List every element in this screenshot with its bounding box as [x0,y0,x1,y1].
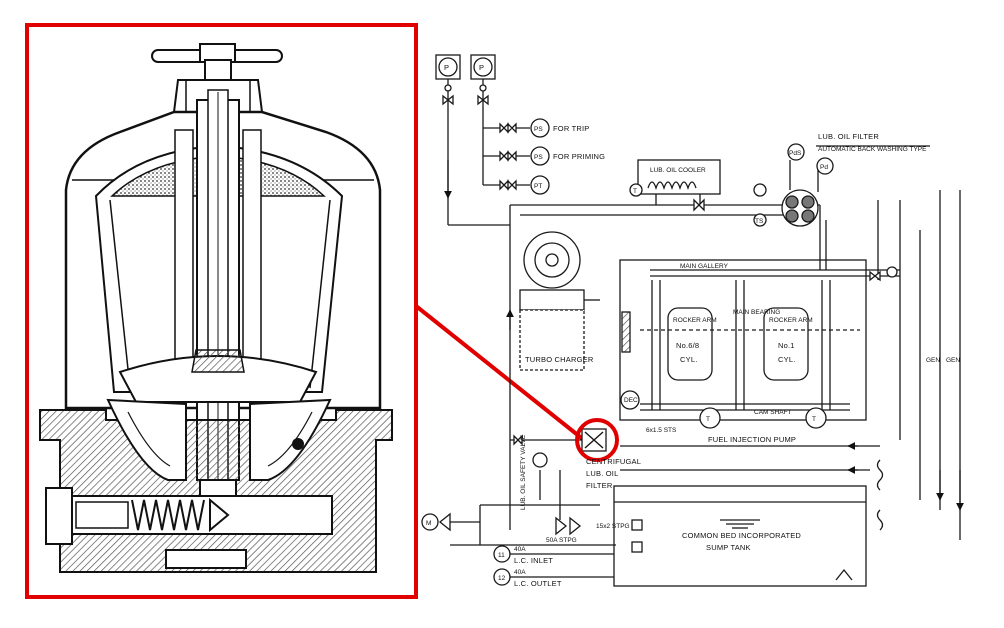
rocker-arm-right-label: ROCKER ARM [769,317,813,324]
filter-cutaway-detail [25,23,418,599]
pd-label: Pd [820,164,828,171]
lub-oil-cooler [637,159,721,195]
fip-left-t: T [706,416,710,423]
motor-label: M [426,520,431,527]
sump-tank [613,485,867,587]
pt-label: PT [534,183,542,190]
pt-transmitter [530,175,550,195]
piping-schematic [421,54,964,587]
nozzle-arm-right [249,398,332,481]
rocker-arm-left-label: ROCKER ARM [673,317,717,324]
lc-outlet-label: L.C. OUTLET [514,579,562,588]
centrifugal-label-3: FILTER [586,481,613,490]
rocker-arm-left [667,307,713,381]
gauge-p2-label: P [479,63,484,72]
for-priming-label: FOR PRIMING [553,152,605,161]
circle-12-label: 12 [498,575,506,582]
circle-11-label: 11 [498,552,505,559]
cyl-left-no-label: No.6/8 [676,341,699,350]
size-4-label: 6x1.5 STS [646,427,677,434]
end-plug [45,487,73,545]
zoom-connector-line [414,304,586,442]
t-handle [151,43,283,81]
sump-tank-label-2: SUMP TANK [706,543,751,552]
ts-label: TS [755,218,764,225]
pd-gauge [816,157,834,175]
fip-right-t: T [812,416,816,423]
centrifugal-label-2: LUB. OIL [586,469,618,478]
ps-priming-switch [530,146,550,166]
gen-label: GEN [926,357,940,364]
gauge-p1-label: P [444,63,449,72]
ps-priming-label: PS [534,154,543,161]
nozzle-arm-left [106,398,187,481]
t-label: T [633,188,637,195]
size-2-label: 40A [514,569,526,576]
cyl-right-no-label: No.1 [778,341,795,350]
lc-inlet-label: L.C. INLET [514,556,553,565]
fuel-injection-pump-label: FUEL INJECTION PUMP [708,435,796,444]
pds-switch [787,143,805,161]
cooler-valve [693,198,705,212]
centrifugal-label-1: CENTRIFUGAL [586,457,641,466]
engine-block [619,259,867,421]
valve-plunger [209,497,230,533]
motor-m [421,513,439,531]
gen2-label: GEN [946,357,960,364]
lub-oil-cooler-label: LUB. OIL COOLER [650,167,706,174]
for-trip-label: FOR TRIP [553,124,589,133]
rocker-arm-right [763,307,809,381]
turbo-charger-label: TURBO CHARGER [525,355,594,364]
nozzle-hole [292,438,304,450]
main-bearing-label: MAIN BEARING [733,309,780,316]
cam-shaft-label: CAM SHAFT [754,409,792,416]
ps-trip-label: PS [534,126,543,133]
fip-right [805,407,827,429]
safety-valve-label: LUB. OIL SAFETY VALVE [520,434,527,510]
lub-oil-filter-label: LUB. OIL FILTER [818,132,879,141]
cyl-right-label: CYL. [778,355,795,364]
spring-coil [131,499,205,531]
sump-tank-label-1: COMMON BED INCORPORATED [682,531,801,540]
lub-oil-filter-type-label: AUTOMATIC BACK WASHING TYPE [818,146,927,153]
priming-pump [438,512,451,532]
schematic-labels: P P PS PS PT FOR TRIP FOR PRIMING LUB. O… [426,63,960,588]
cyl-left-label: CYL. [680,355,697,364]
main-gallery-label: MAIN GALLERY [680,263,729,270]
fip-left [699,407,721,429]
dec-indicator [620,390,640,410]
pds-label: PdS [789,150,802,157]
spec-note-label: 15x2 STPG [596,523,630,530]
turbo-charger-body [519,309,585,371]
size-3-label: 50A STPG [546,537,577,544]
dec-label: DEC [624,397,638,404]
size-1-label: 40A [514,546,526,553]
ps-trip-switch [530,118,550,138]
highlight-circle-small [575,418,619,462]
